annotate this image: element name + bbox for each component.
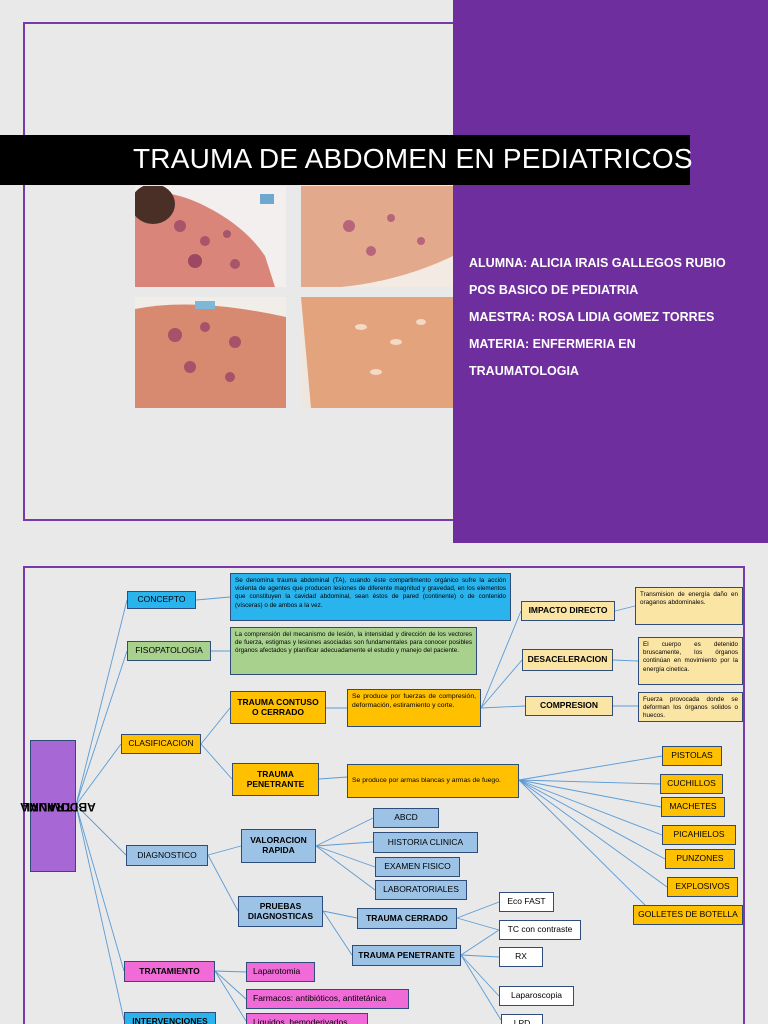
subject-line-2: TRAUMATOLOGIA <box>469 364 579 378</box>
valoracion-item: EXAMEN FISICO <box>375 857 460 877</box>
study-item: LPD <box>501 1014 543 1024</box>
purple-side-panel <box>453 0 768 543</box>
weapon-item: PUNZONES <box>665 849 735 869</box>
fisiopatologia-definition: La comprensión del mecanismo de lesión, … <box>230 627 477 675</box>
valoracion-item: ABCD <box>373 808 439 828</box>
valoracion-rapida-box: VALORACION RAPIDA <box>241 829 316 863</box>
skin-bruise-photo <box>135 186 286 287</box>
intervenciones-box: INTERVENCIONES <box>124 1012 216 1024</box>
study-item: Eco FAST <box>499 892 554 912</box>
study-item: Laparoscopia <box>499 986 574 1006</box>
pruebas-trauma-cerrado-box: TRAUMA CERRADO <box>357 908 457 929</box>
impacto-directo-box: IMPACTO DIRECTO <box>521 601 615 621</box>
weapon-item: CUCHILLOS <box>660 774 723 794</box>
clasificacion-box: CLASIFICACION <box>121 734 201 754</box>
desaceleracion-box: DESACELERACION <box>522 649 613 671</box>
valoracion-item: LABORATORIALES <box>375 880 467 900</box>
teacher-name: MAESTRA: ROSA LIDIA GOMEZ TORRES <box>469 310 714 324</box>
skin-bruise-photo <box>135 297 286 408</box>
weapon-item: EXPLOSIVOS <box>667 877 738 897</box>
tratamiento-box: TRATAMIENTO <box>124 961 215 982</box>
course-name: POS BASICO DE PEDIATRIA <box>469 283 638 297</box>
study-item: RX <box>499 947 543 967</box>
fisiopatologia-box: FISOPATOLOGIA <box>127 641 211 661</box>
concepto-definition: Se denomina trauma abdominal (TA), cuand… <box>230 573 511 621</box>
weapon-item: PISTOLAS <box>662 746 722 766</box>
trauma-contuso-definition: Se produce por fuerzas de compresión, de… <box>347 689 481 727</box>
root-topic-line-2: ABDOMINAL <box>23 799 96 812</box>
study-item: TC con contraste <box>499 920 581 940</box>
student-name: ALUMNA: ALICIA IRAIS GALLEGOS RUBIO <box>469 256 726 270</box>
diagnostico-box: DIAGNOSTICO <box>126 845 208 866</box>
trauma-penetrante-box: TRAUMA PENETRANTE <box>232 763 319 796</box>
trauma-contuso-box: TRAUMA CONTUSO O CERRADO <box>230 691 326 724</box>
skin-bruise-photo <box>301 186 453 287</box>
treatment-item: Farmacos: antibióticos, antitetánica <box>246 989 409 1009</box>
trauma-penetrante-definition: Se produce por armas blancas y armas de … <box>347 764 519 798</box>
pruebas-diagnosticas-box: PRUEBAS DIAGNOSTICAS <box>238 896 323 927</box>
compresion-definition: Fuerza provocada donde se deforman los ó… <box>638 692 743 722</box>
compresion-box: COMPRESION <box>525 696 613 716</box>
treatment-item: Laparotomia <box>246 962 315 982</box>
valoracion-item: HISTORIA CLINICA <box>373 832 478 853</box>
weapon-item: MACHETES <box>661 797 725 817</box>
desaceleracion-definition: El cuerpo es detenido bruscamente, los ó… <box>638 637 743 685</box>
weapon-item: PICAHIELOS <box>662 825 736 845</box>
pruebas-trauma-penetrante-box: TRAUMA PENETRANTE <box>352 945 461 966</box>
skin-bruise-photo <box>301 297 453 408</box>
treatment-item: Liquidos, hemoderivados <box>246 1013 368 1024</box>
weapon-item: GOLLETES DE BOTELLA <box>633 905 743 925</box>
page-title: TRAUMA DE ABDOMEN EN PEDIATRICOS <box>133 143 693 175</box>
impacto-directo-definition: Transmision de energía daño en oraganos … <box>635 587 743 625</box>
concepto-box: CONCEPTO <box>127 591 196 609</box>
subject-line-1: MATERIA: ENFERMERIA EN <box>469 337 636 351</box>
